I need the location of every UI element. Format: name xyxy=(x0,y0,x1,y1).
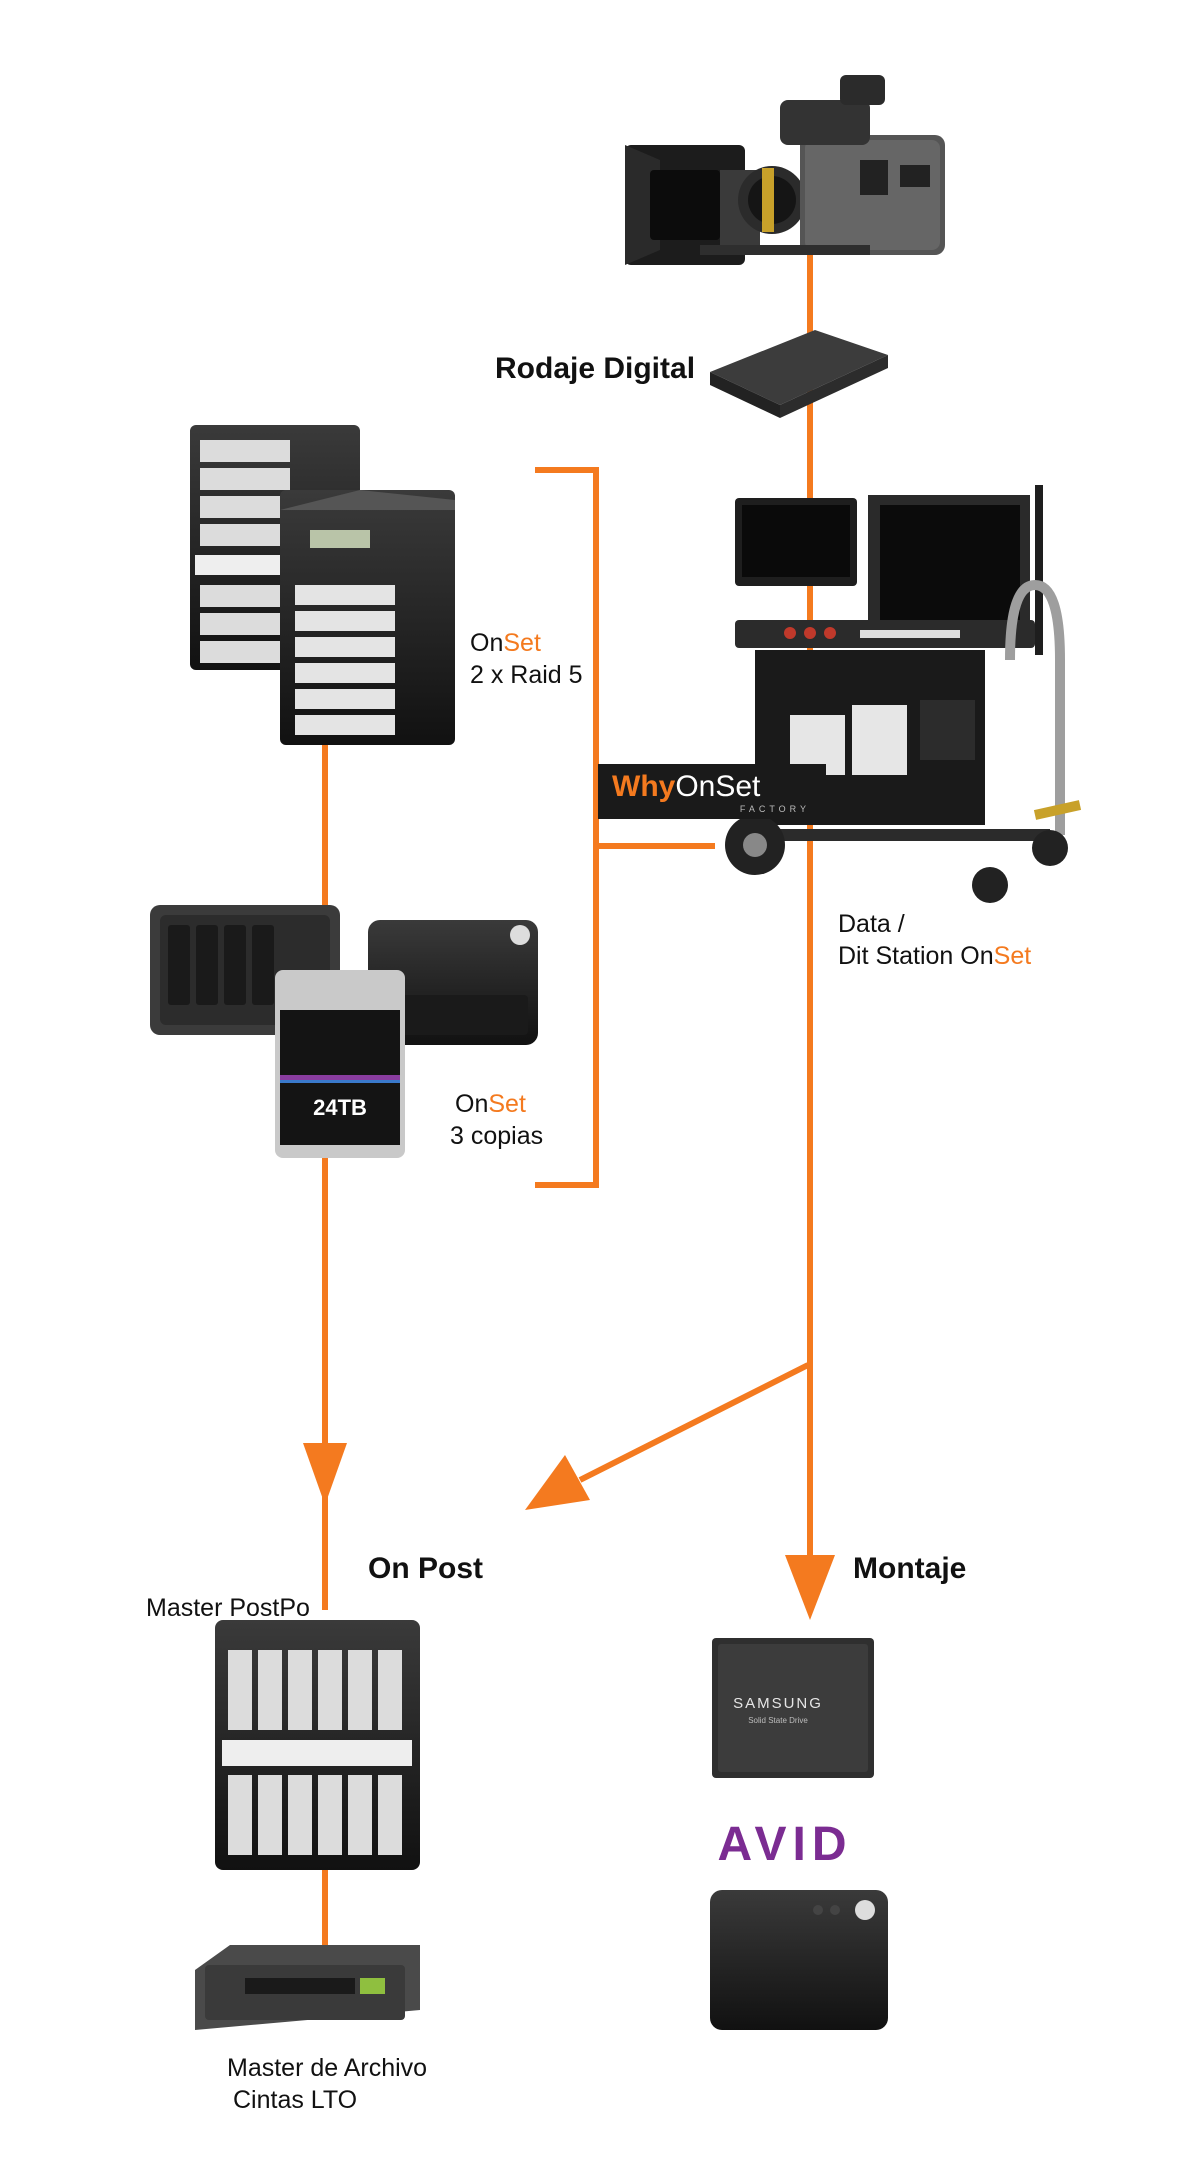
hdd-capacity-label: 24TB xyxy=(313,1095,367,1120)
arrowheads xyxy=(303,1443,835,1620)
master-archivo-line1: Master de Archivo xyxy=(227,2054,428,2082)
lto-tape-drive-icon xyxy=(195,1945,420,2030)
onset-raid-detail: 2 x Raid 5 xyxy=(470,661,583,689)
samsung-ssd-icon: SAMSUNG Solid State Drive xyxy=(712,1638,874,1778)
cinema-camera-icon xyxy=(625,75,945,265)
logo-why: Why xyxy=(612,770,676,803)
dit-station-line1: Data / xyxy=(838,910,905,938)
onset-copies-label: OnSet 3 copias xyxy=(450,1088,543,1152)
hard-drive-24tb-icon: 24TB xyxy=(275,970,405,1158)
arrow-diagonal xyxy=(525,1455,590,1510)
logo-factory: FACTORY xyxy=(739,804,810,814)
rodaje-digital-label: Rodaje Digital xyxy=(495,352,696,385)
dit-station-label: Data / Dit Station OnSet xyxy=(838,908,1031,972)
master-postpo-raid-icon xyxy=(215,1620,420,1870)
arrow-onpost-left xyxy=(303,1443,347,1505)
card-reader-icon xyxy=(710,330,888,418)
on-post-label: On Post xyxy=(368,1552,484,1585)
master-archivo-line2: Cintas LTO xyxy=(233,2086,358,2114)
onset-raid-prefix: On xyxy=(470,629,504,657)
dit-cart-icon xyxy=(725,485,1082,903)
avid-logo-icon: AVID xyxy=(717,1818,852,1871)
onset-copies-prefix: On xyxy=(455,1090,489,1118)
onset-raid-accent: Set xyxy=(503,629,541,657)
master-postpo-label: Master PostPo xyxy=(146,1594,310,1622)
onset-bracket xyxy=(535,467,599,1188)
whyonset-logo-text: WhyOnSet xyxy=(612,770,760,804)
ssd-brand-label: SAMSUNG xyxy=(733,1695,823,1712)
owc-enclosure-icon xyxy=(368,920,538,1045)
dit-station-line2-prefix: Dit Station On xyxy=(838,942,994,970)
dit-station-line2-accent: Set xyxy=(993,942,1032,970)
avid-logo-text: AVID xyxy=(717,1818,852,1871)
onset-copies-accent: Set xyxy=(488,1090,526,1118)
ssd-sub-label: Solid State Drive xyxy=(748,1716,808,1725)
raid-front-unit-icon xyxy=(280,490,455,745)
onset-raid-label: OnSet 2 x Raid 5 xyxy=(470,627,583,691)
onset-copies-detail: 3 copias xyxy=(450,1122,544,1150)
master-archivo-label: Master de Archivo Cintas LTO xyxy=(227,2052,427,2116)
whyonset-logo: WhyOnSet FACTORY xyxy=(598,764,826,819)
montaje-label: Montaje xyxy=(853,1552,967,1585)
montaje-enclosure-icon xyxy=(710,1890,888,2030)
diagonal-to-onpost-line xyxy=(578,1362,810,1483)
arrow-montaje xyxy=(785,1555,835,1620)
logo-onset: OnSet xyxy=(675,770,761,803)
